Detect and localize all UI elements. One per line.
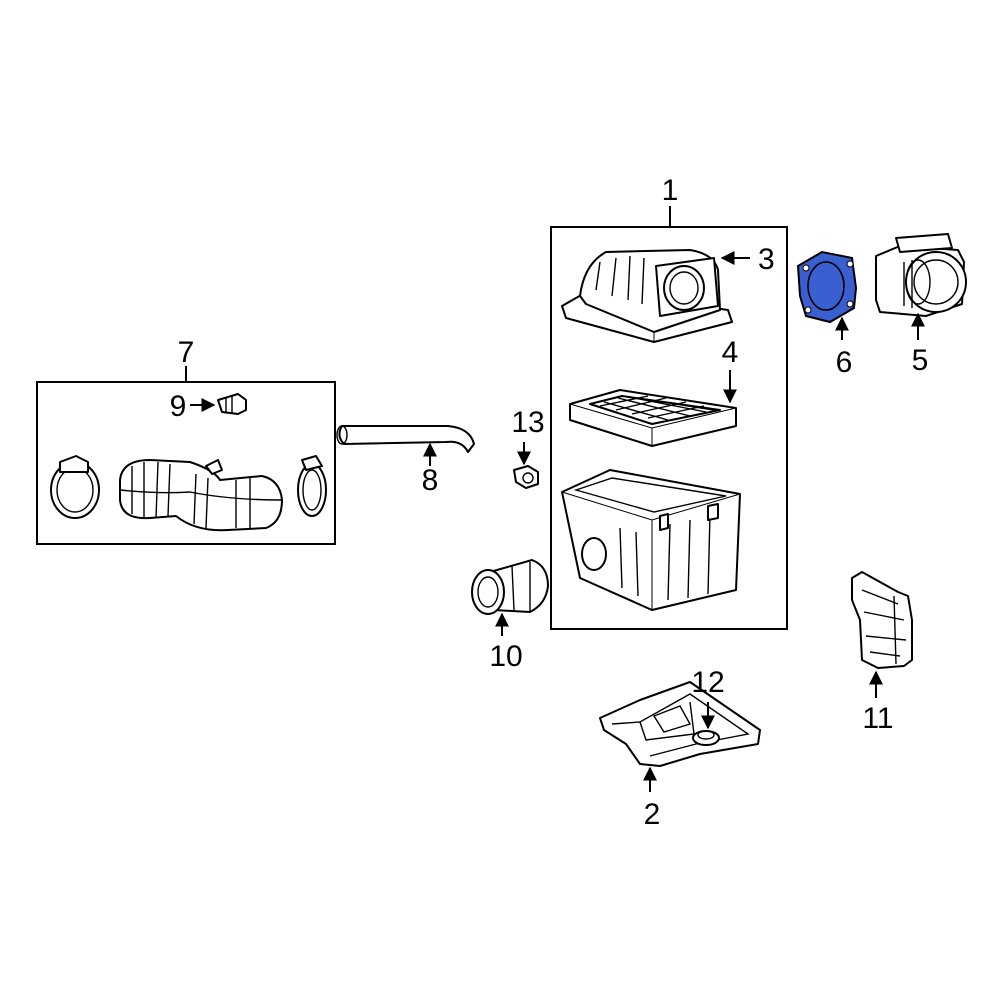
part-2-lower-tray[interactable] xyxy=(599,681,761,792)
callout-5[interactable]: 5 xyxy=(912,344,929,377)
part-7-clamp-left[interactable] xyxy=(50,455,100,519)
part-5-maf-sensor[interactable] xyxy=(875,233,967,340)
callout-9[interactable]: 9 xyxy=(170,390,187,423)
part-1-lower-housing[interactable] xyxy=(561,469,741,611)
callout-1[interactable]: 1 xyxy=(662,174,679,207)
part-8-tube[interactable] xyxy=(336,425,475,466)
callout-7[interactable]: 7 xyxy=(178,336,195,369)
part-4-air-filter[interactable] xyxy=(569,370,737,447)
callout-12[interactable]: 12 xyxy=(691,666,724,699)
callout-2[interactable]: 2 xyxy=(644,798,661,831)
part-7-air-duct[interactable] xyxy=(119,459,283,532)
part-11-air-guide[interactable] xyxy=(851,571,913,698)
part-13-grommet[interactable] xyxy=(513,442,539,489)
part-10-inlet-adapter[interactable] xyxy=(471,559,549,636)
part-3-upper-cover[interactable] xyxy=(561,249,750,343)
callout-8[interactable]: 8 xyxy=(422,464,439,497)
callout-10[interactable]: 10 xyxy=(489,640,522,673)
callout-13[interactable]: 13 xyxy=(511,406,544,439)
callout-4[interactable]: 4 xyxy=(722,336,739,369)
part-6-gasket[interactable] xyxy=(796,250,858,340)
part-7-clamp-right[interactable] xyxy=(297,455,327,517)
callout-6[interactable]: 6 xyxy=(836,346,853,379)
part-9-bolt[interactable] xyxy=(190,393,247,415)
callout-3[interactable]: 3 xyxy=(758,243,775,276)
callout-11[interactable]: 11 xyxy=(862,702,893,735)
part-12-plug[interactable] xyxy=(692,702,720,746)
